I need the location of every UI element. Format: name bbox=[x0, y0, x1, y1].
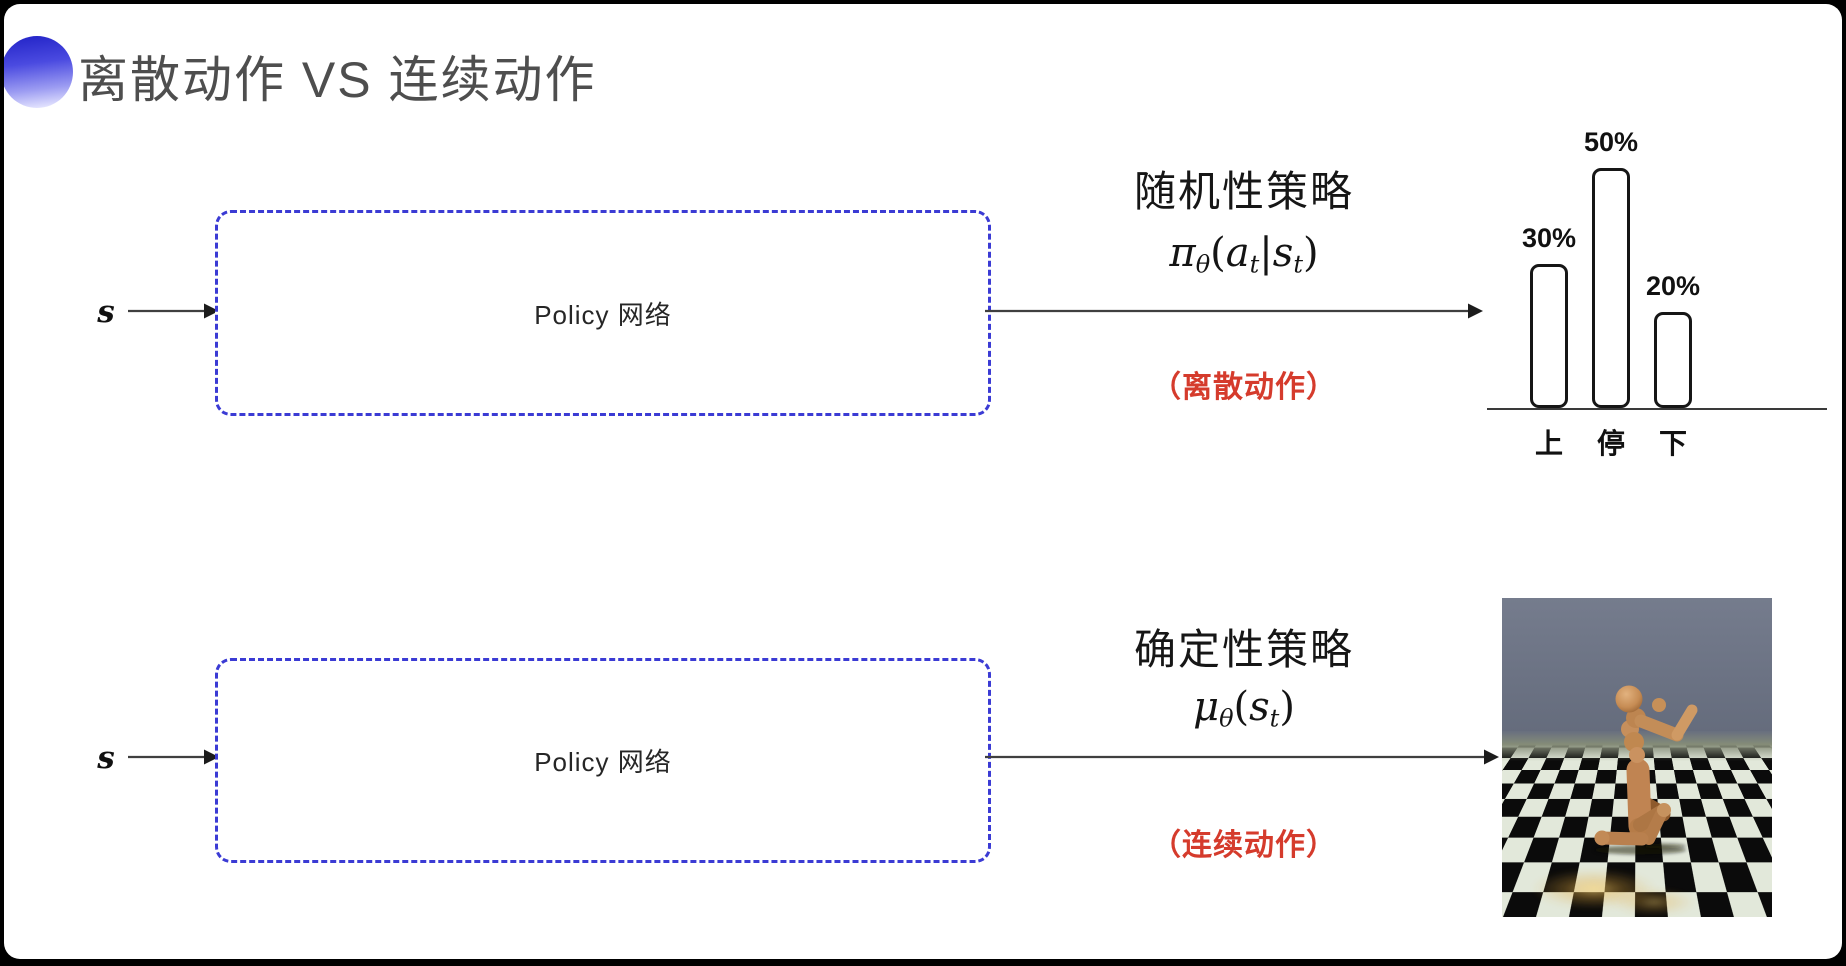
slide-stage: 离散动作 VS 连续动作 s Policy 网络 随机性策略 πθ(at|st)… bbox=[4, 4, 1842, 959]
bar-down: 20% bbox=[1645, 271, 1701, 408]
arrow-s-to-policy-bottom bbox=[128, 749, 219, 765]
title-bullet-icon bbox=[4, 36, 73, 108]
continuous-action-caption: （连续动作） bbox=[1151, 829, 1337, 862]
discrete-action-caption: （离散动作） bbox=[1151, 371, 1337, 404]
page-title: 离散动作 VS 连续动作 bbox=[78, 52, 597, 108]
action-probability-bar-chart: 30% 50% 20% 上 停 下 bbox=[1487, 58, 1832, 459]
policy-network-label-bottom: Policy 网络 bbox=[534, 747, 672, 777]
bar-stop-value: 50% bbox=[1583, 127, 1639, 157]
policy-network-label-top: Policy 网络 bbox=[534, 299, 672, 330]
bar-up-value: 30% bbox=[1521, 223, 1577, 253]
humanoid-robot-figure bbox=[1532, 685, 1698, 916]
slide: 离散动作 VS 连续动作 s Policy 网络 随机性策略 πθ(at|st)… bbox=[4, 4, 1842, 959]
stochastic-policy-formula: πθ(at|st) bbox=[1169, 230, 1319, 279]
category-up: 上 bbox=[1534, 428, 1563, 459]
arrow-s-to-policy-top bbox=[128, 303, 219, 319]
policy-network-box-bottom: Policy 网络 bbox=[215, 658, 991, 863]
chart-axis-line bbox=[1487, 408, 1827, 410]
policy-network-box-top: Policy 网络 bbox=[215, 210, 991, 416]
bar-stop: 50% bbox=[1583, 127, 1639, 408]
bar-down-value: 20% bbox=[1645, 271, 1701, 301]
state-input-label-bottom: s bbox=[97, 740, 115, 776]
arrow-policy-to-distribution bbox=[985, 303, 1483, 319]
deterministic-policy-formula: μθ(st) bbox=[1193, 684, 1295, 733]
bar-up: 30% bbox=[1521, 223, 1577, 408]
category-down: 下 bbox=[1658, 428, 1687, 459]
arrow-policy-to-robot bbox=[985, 749, 1499, 765]
stochastic-policy-title: 随机性策略 bbox=[1133, 168, 1354, 215]
state-input-label-top: s bbox=[97, 294, 115, 330]
category-stop: 停 bbox=[1596, 428, 1625, 459]
deterministic-policy-title: 确定性策略 bbox=[1133, 626, 1354, 673]
humanoid-robot-image bbox=[1502, 598, 1772, 917]
